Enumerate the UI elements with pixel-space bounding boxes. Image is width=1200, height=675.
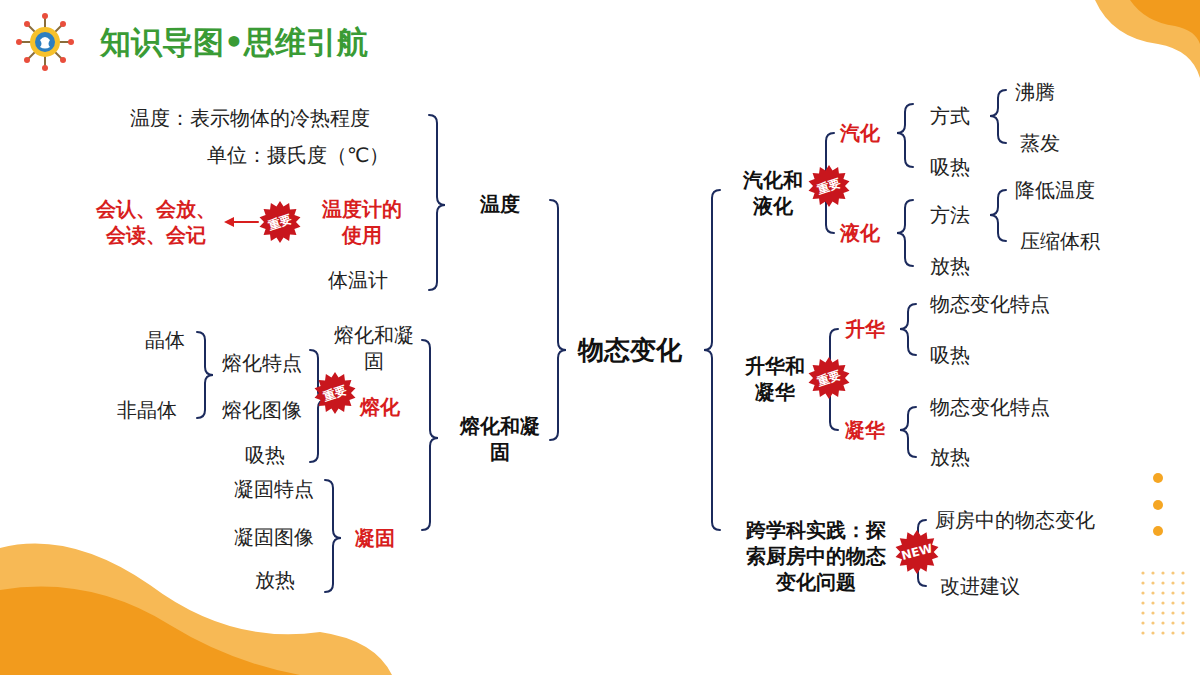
dot bbox=[1153, 473, 1163, 483]
dot-grid bbox=[1135, 568, 1185, 638]
topic-text: 温度 bbox=[480, 191, 520, 217]
bracket bbox=[897, 200, 913, 266]
bracket bbox=[900, 407, 916, 457]
bracket bbox=[704, 190, 720, 530]
badge-starburst: 重要 bbox=[259, 201, 301, 243]
item-text: 凝固特点 bbox=[234, 476, 314, 502]
topic-text: 汽化和液化 bbox=[738, 167, 808, 219]
key-topic: 液化 bbox=[840, 220, 880, 246]
bracket bbox=[325, 480, 341, 592]
orange-wave bbox=[0, 587, 300, 675]
item-text: 晶体 bbox=[145, 327, 185, 353]
item-text: 降低温度 bbox=[1015, 177, 1095, 203]
item-text: 改进建议 bbox=[940, 573, 1020, 599]
key-topic: 凝华 bbox=[845, 417, 885, 443]
key-topic: 汽化 bbox=[840, 120, 880, 146]
dot bbox=[1153, 526, 1163, 536]
item-text: 放热 bbox=[930, 444, 970, 470]
item-text: 放热 bbox=[930, 253, 970, 279]
item-text: 方式 bbox=[930, 103, 970, 129]
bracket bbox=[900, 304, 916, 355]
key-topic: 熔化 bbox=[360, 394, 400, 420]
badge-text: 重要 bbox=[309, 367, 362, 420]
item-text: 放热 bbox=[255, 567, 295, 593]
item-text: 蒸发 bbox=[1020, 130, 1060, 156]
orange-corner bbox=[1130, 0, 1200, 44]
item-text: 物态变化特点 bbox=[930, 394, 1050, 420]
item-text: 压缩体积 bbox=[1020, 228, 1100, 254]
orange-corner bbox=[1095, 0, 1200, 78]
item-text: 吸热 bbox=[930, 154, 970, 180]
topic-text: 跨学科实践：探索厨房中的物态变化问题 bbox=[742, 517, 890, 595]
key-topic: 凝固 bbox=[355, 525, 395, 551]
item-text: 沸腾 bbox=[1015, 79, 1055, 105]
pointer-arrow bbox=[224, 217, 258, 227]
bracket bbox=[422, 340, 438, 530]
badge-starburst: NEW bbox=[895, 530, 939, 574]
item-text: 熔化和凝固 bbox=[328, 322, 420, 374]
badge-text: 重要 bbox=[803, 352, 856, 405]
key-topic: 升华 bbox=[845, 316, 885, 342]
item-text: 凝固图像 bbox=[234, 524, 314, 550]
item-text: 物态变化特点 bbox=[930, 291, 1050, 317]
item-text: 体温计 bbox=[328, 267, 388, 293]
key-topic: 温度计的使用 bbox=[318, 196, 406, 248]
topic-text: 升华和凝华 bbox=[740, 353, 810, 405]
item-text: 厨房中的物态变化 bbox=[935, 507, 1095, 533]
bracket bbox=[990, 90, 1006, 143]
dot bbox=[1153, 500, 1163, 510]
topic-text: 熔化和凝固 bbox=[455, 413, 545, 465]
item-text: 熔化特点 bbox=[222, 350, 302, 376]
item-text: 吸热 bbox=[245, 442, 285, 468]
bracket bbox=[550, 200, 566, 440]
badge-text: 重要 bbox=[254, 196, 307, 249]
badge-text: NEW bbox=[890, 525, 944, 579]
badge-starburst: 重要 bbox=[808, 357, 850, 399]
item-text: 单位：摄氏度（℃） bbox=[207, 142, 389, 168]
logo bbox=[16, 13, 74, 71]
item-text: 吸热 bbox=[930, 342, 970, 368]
badge-starburst: 重要 bbox=[314, 372, 356, 414]
page-title: 知识导图•思维引航 bbox=[100, 22, 368, 64]
bracket bbox=[197, 332, 213, 418]
bracket bbox=[990, 190, 1006, 241]
item-text: 非晶体 bbox=[117, 397, 177, 423]
topic-text: 物态变化 bbox=[578, 334, 682, 366]
bracket bbox=[429, 115, 445, 290]
bracket bbox=[310, 350, 326, 462]
key-topic: 会认、会放、会读、会记 bbox=[92, 196, 220, 248]
badge-starburst: 重要 bbox=[808, 165, 850, 207]
item-text: 温度：表示物体的冷热程度 bbox=[130, 105, 370, 131]
bracket bbox=[897, 104, 913, 167]
item-text: 方法 bbox=[930, 202, 970, 228]
item-text: 熔化图像 bbox=[222, 397, 302, 423]
badge-text: 重要 bbox=[803, 160, 856, 213]
